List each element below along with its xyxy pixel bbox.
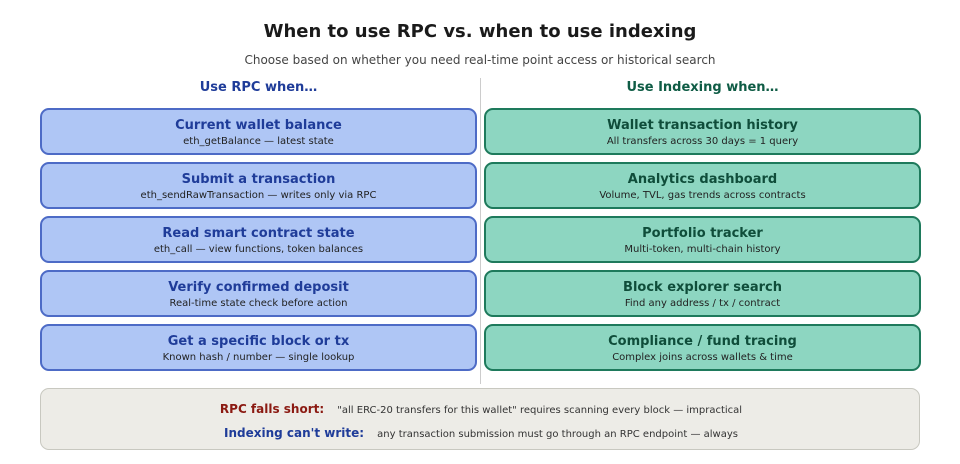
rpc-column: Current wallet balance eth_getBalance — … <box>40 108 477 378</box>
rpc-card: Read smart contract state eth_call — vie… <box>40 216 477 263</box>
card-subtitle: Find any address / tx / contract <box>624 298 781 309</box>
card-title: Block explorer search <box>623 280 782 295</box>
rpc-card: Get a specific block or tx Known hash / … <box>40 324 477 371</box>
card-subtitle: Known hash / number — single lookup <box>162 352 355 363</box>
card-title: Wallet transaction history <box>607 118 798 133</box>
card-subtitle: Real-time state check before action <box>169 298 348 309</box>
card-title: Submit a transaction <box>181 172 336 187</box>
rpc-card: Verify confirmed deposit Real-time state… <box>40 270 477 317</box>
card-subtitle: eth_call — view functions, token balance… <box>153 244 364 255</box>
rpc-column-heading: Use RPC when… <box>199 80 318 95</box>
indexing-column-heading: Use Indexing when… <box>626 80 779 95</box>
card-subtitle: eth_getBalance — latest state <box>183 136 334 147</box>
card-title: Current wallet balance <box>175 118 342 133</box>
rpc-card: Current wallet balance eth_getBalance — … <box>40 108 477 155</box>
card-title: Read smart contract state <box>162 226 355 241</box>
card-title: Get a specific block or tx <box>167 334 350 349</box>
indexing-limitation-label: Indexing can't write: <box>224 426 365 440</box>
limitations-panel: RPC falls short: "all ERC-20 transfers f… <box>40 388 920 450</box>
diagram-subtitle: Choose based on whether you need real-ti… <box>244 53 716 67</box>
indexing-card: Block explorer search Find any address /… <box>484 270 921 317</box>
card-subtitle: Volume, TVL, gas trends across contracts <box>599 190 806 201</box>
indexing-card: Portfolio tracker Multi-token, multi-cha… <box>484 216 921 263</box>
card-subtitle: Complex joins across wallets & time <box>612 352 793 363</box>
indexing-card: Wallet transaction history All transfers… <box>484 108 921 155</box>
rpc-limitation-label: RPC falls short: <box>219 402 325 416</box>
card-title: Compliance / fund tracing <box>608 334 797 349</box>
indexing-limitation-row: Indexing can't write: any transaction su… <box>41 422 921 441</box>
card-title: Analytics dashboard <box>627 172 778 187</box>
card-subtitle: Multi-token, multi-chain history <box>624 244 781 255</box>
card-subtitle: eth_sendRawTransaction — writes only via… <box>140 190 377 201</box>
indexing-card: Compliance / fund tracing Complex joins … <box>484 324 921 371</box>
indexing-limitation-text: any transaction submission must go throu… <box>377 429 738 440</box>
card-subtitle: All transfers across 30 days = 1 query <box>606 136 799 147</box>
rpc-limitation-text: "all ERC-20 transfers for this wallet" r… <box>337 405 743 416</box>
column-divider <box>480 78 481 384</box>
rpc-card: Submit a transaction eth_sendRawTransact… <box>40 162 477 209</box>
card-title: Verify confirmed deposit <box>168 280 349 295</box>
indexing-column: Wallet transaction history All transfers… <box>484 108 921 378</box>
card-title: Portfolio tracker <box>642 226 763 241</box>
diagram-title: When to use RPC vs. when to use indexing <box>263 21 697 42</box>
rpc-limitation-row: RPC falls short: "all ERC-20 transfers f… <box>41 398 921 417</box>
indexing-card: Analytics dashboard Volume, TVL, gas tre… <box>484 162 921 209</box>
